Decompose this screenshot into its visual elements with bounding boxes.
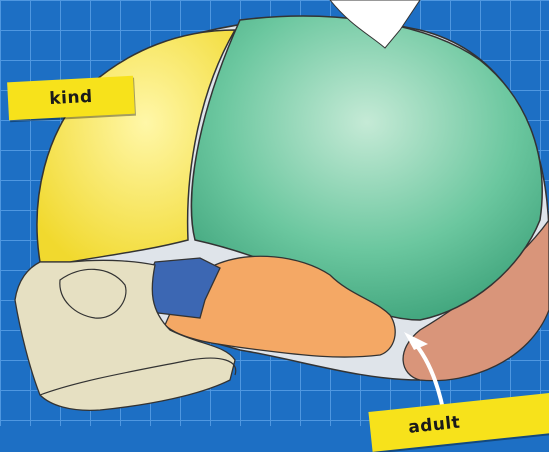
skull-illustration: kind adult bbox=[0, 0, 549, 426]
kind-label-text: kind bbox=[49, 87, 93, 109]
kind-label-tag: kind bbox=[7, 76, 135, 121]
adult-label-text: adult bbox=[407, 413, 461, 438]
